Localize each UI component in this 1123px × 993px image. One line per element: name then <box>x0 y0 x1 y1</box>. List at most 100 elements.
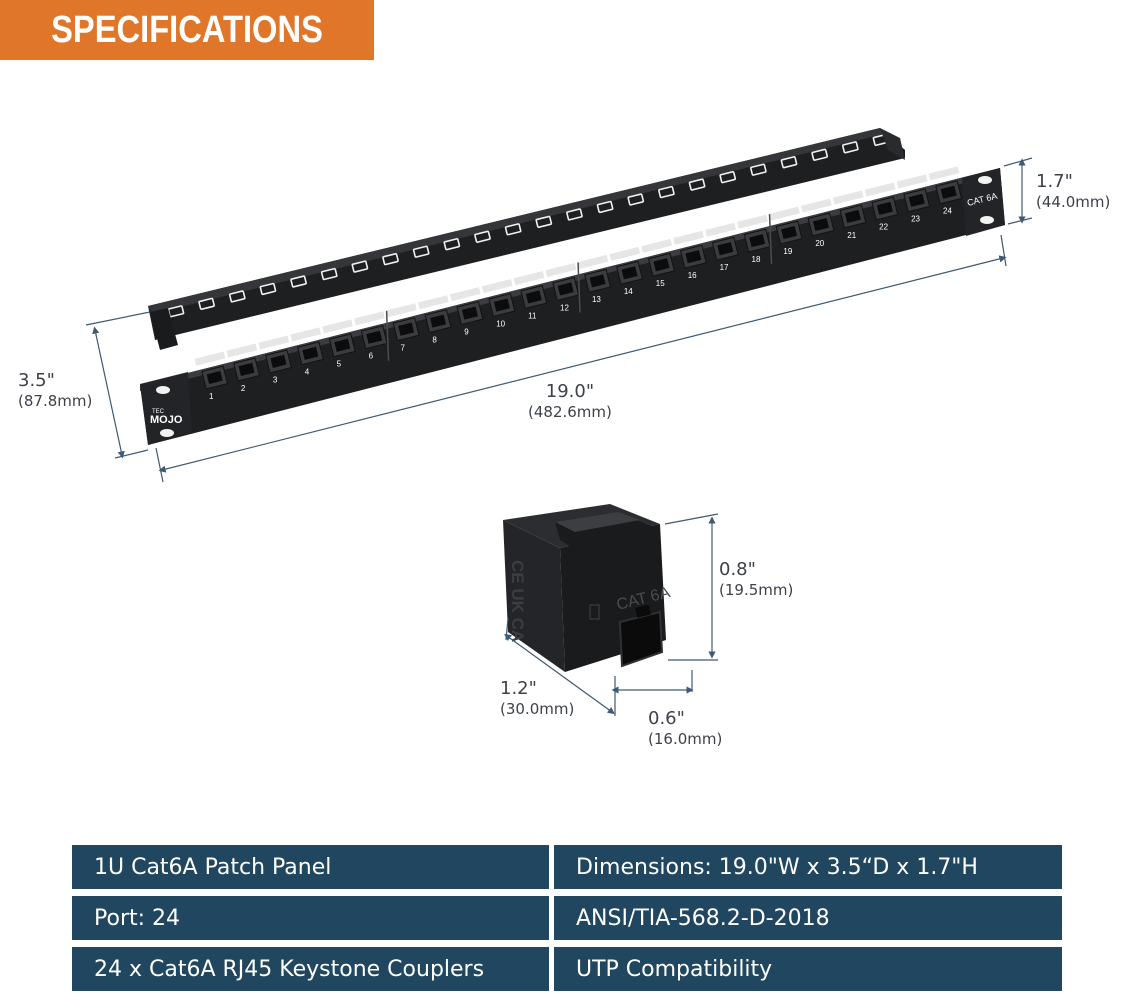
cable-clip <box>719 170 737 184</box>
port-label-strip <box>417 295 449 310</box>
spec-cell: 1U Cat6A Patch Panel <box>72 845 549 889</box>
port-number: 20 <box>815 239 824 248</box>
port-label-strip <box>194 351 226 366</box>
panel-width-imperial: 19.0" <box>545 381 595 402</box>
coupler-length-imperial: 1.2" <box>500 678 537 699</box>
port-label-strip <box>481 279 513 294</box>
port-number: 15 <box>656 279 665 288</box>
port-label-strip <box>258 335 290 350</box>
port-number: 9 <box>464 327 469 336</box>
port-label-strip <box>705 222 736 237</box>
spec-cell: UTP Compatibility <box>554 947 1062 991</box>
panel-width-metric: (482.6mm) <box>528 403 612 421</box>
port-label-strip <box>513 271 545 286</box>
cable-clip <box>811 148 829 161</box>
port-number: 11 <box>528 311 537 320</box>
port-number: 12 <box>560 303 569 312</box>
cable-clip <box>627 193 645 206</box>
port-number: 1 <box>209 392 214 401</box>
port-label-strip <box>322 319 353 334</box>
brand-logo: MOJO <box>150 414 183 426</box>
panel-height-metric: (44.0mm) <box>1036 193 1111 211</box>
cable-clip <box>841 141 859 154</box>
coupler-width-metric: (16.0mm) <box>648 730 723 748</box>
banner-title: SPECIFICATIONS <box>51 8 323 51</box>
port-number: 7 <box>400 344 405 353</box>
product-illustration: 123456789101112131415161718192021222324 … <box>85 128 1033 716</box>
rj45-port-opening <box>717 242 734 256</box>
cable-clip <box>535 215 553 229</box>
port-number: 3 <box>273 376 278 385</box>
panel-height-imperial: 1.7" <box>1036 171 1073 192</box>
cable-clip <box>474 230 491 243</box>
port-number: 17 <box>720 263 729 272</box>
panel-width-label: 19.0" (482.6mm) <box>528 383 612 420</box>
rj45-port-opening <box>876 201 893 215</box>
cable-clip <box>750 163 767 176</box>
cable-clip <box>566 208 583 221</box>
keystone-coupler: CE UK CA CAT 6A <box>503 504 672 672</box>
cable-clip <box>658 185 675 199</box>
port-label-strip <box>896 174 928 189</box>
spec-cell: ANSI/TIA-568.2-D-2018 <box>554 896 1062 940</box>
port-number: 2 <box>241 384 246 393</box>
coupler-height-imperial: 0.8" <box>719 559 756 580</box>
brand-small-text: TEC <box>152 409 165 415</box>
rj45-port-opening <box>813 217 830 232</box>
port-number: 13 <box>592 295 601 304</box>
coupler-length-label: 1.2" (30.0mm) <box>500 680 574 717</box>
port-number: 10 <box>496 319 505 328</box>
port-number: 5 <box>337 360 342 369</box>
panel-height-label: 1.7" (44.0mm) <box>1036 173 1110 210</box>
port-label-strip <box>449 287 481 302</box>
panel-depth-imperial: 3.5" <box>18 370 55 391</box>
cable-clip <box>596 200 614 214</box>
port-label-strip <box>832 190 864 205</box>
coupler-dimension-lines <box>504 513 719 716</box>
port-label-strip <box>609 246 641 261</box>
port-number: 8 <box>432 335 437 344</box>
port-label-strip <box>737 214 768 229</box>
coupler-length-metric: (30.0mm) <box>500 700 575 718</box>
panel-depth-label: 3.5" (87.8mm) <box>18 372 92 409</box>
port-label-strip <box>641 238 673 253</box>
port-label-strip <box>386 303 417 318</box>
rj45-port-opening <box>781 226 798 240</box>
port-number: 21 <box>847 231 856 240</box>
coupler-height-metric: (19.5mm) <box>719 581 794 599</box>
port-number: 24 <box>943 207 952 216</box>
cable-clip <box>780 156 798 169</box>
port-label-strip <box>290 327 322 342</box>
port-number: 23 <box>911 215 920 224</box>
port-number: 4 <box>305 368 310 377</box>
port-label-strip <box>864 182 896 197</box>
port-label-strip <box>673 230 705 245</box>
panel-depth-metric: (87.8mm) <box>18 392 93 410</box>
rj45-port-opening <box>844 209 861 224</box>
rj45-port-opening <box>940 185 957 199</box>
cable-clip <box>688 178 706 191</box>
port-label-strip <box>928 166 960 181</box>
port-label-strip <box>800 198 832 213</box>
port-label-strip <box>226 343 258 358</box>
spec-cell: Dimensions: 19.0"W x 3.5“D x 1.7"H <box>554 845 1062 889</box>
cable-clip <box>504 223 522 236</box>
spec-cell: Port: 24 <box>72 896 549 940</box>
rj45-port-opening <box>749 234 766 248</box>
rj45-port-opening <box>908 193 925 207</box>
port-number: 18 <box>752 255 761 264</box>
port-number: 16 <box>688 271 697 280</box>
panel-dimension-lines <box>85 157 1033 483</box>
right-rack-ear <box>962 168 1005 236</box>
coupler-width-imperial: 0.6" <box>648 708 685 729</box>
port-number: 22 <box>879 223 888 232</box>
cable-clip <box>443 238 461 251</box>
port-label-strip <box>768 206 800 221</box>
port-label-strip <box>577 254 609 269</box>
port-number: 19 <box>783 247 792 256</box>
specifications-table: 1U Cat6A Patch Panel Dimensions: 19.0"W … <box>72 845 1062 993</box>
port-label-strip <box>545 262 577 278</box>
port-number: 6 <box>369 352 374 361</box>
specifications-banner: SPECIFICATIONS <box>0 0 374 60</box>
coupler-height-label: 0.8" (19.5mm) <box>719 561 793 598</box>
